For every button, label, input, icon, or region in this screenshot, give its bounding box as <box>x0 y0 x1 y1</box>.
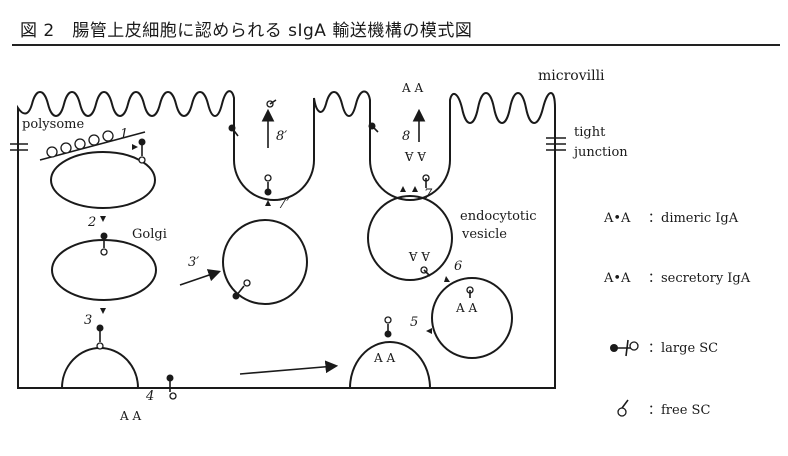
basolateral-pit-center <box>349 341 431 389</box>
basolateral-pit-left <box>61 347 139 389</box>
polysome-strand <box>39 131 146 161</box>
figure-title: 図 2 腸管上皮細胞に認められる sIgA 輸送機構の模式図 <box>20 21 473 41</box>
step-pointers-icon <box>100 144 450 334</box>
label-tight-junction-2: junction <box>572 145 628 160</box>
step-8: 8 <box>402 129 410 144</box>
arrow-basolateral <box>239 360 339 375</box>
iga-in-vesicle-5: A A <box>455 301 477 315</box>
label-polysome: polysome <box>22 117 84 132</box>
step-3prime: 3′ <box>188 255 199 270</box>
endocytotic-vesicle <box>367 195 453 281</box>
large-sc-icon <box>610 339 639 357</box>
step-1: 1 <box>120 127 128 142</box>
rough-er <box>50 151 156 209</box>
label-vesicle: vesicle <box>461 227 507 242</box>
legend-label-dimeric: ：dimeric IgA <box>648 211 739 226</box>
tight-junction-left-icon <box>10 143 28 151</box>
legend-symbol-secretory: A•A <box>603 271 631 286</box>
step-4: 4 <box>145 389 154 404</box>
title-rule <box>12 44 780 46</box>
free-sc-icon <box>617 399 629 417</box>
step-6: 6 <box>454 259 462 274</box>
iga-released: A A <box>401 81 423 95</box>
legend-label-secretory: ：secretory IgA <box>648 271 751 286</box>
arrow-3prime <box>179 269 222 286</box>
polysome-ribosomes-icon <box>46 130 114 158</box>
legend-label-free-sc: ：free SC <box>648 403 710 418</box>
sc-receptor-icon <box>96 99 474 400</box>
label-golgi: Golgi <box>132 227 167 242</box>
label-endocytotic: endocytotic <box>460 209 537 224</box>
label-tight-junction-1: tight <box>574 125 606 140</box>
legend-label-large-sc: ：large SC <box>648 341 718 356</box>
step-8prime: 8′ <box>276 129 287 144</box>
iga-in-villus-pit: A A <box>405 149 427 163</box>
step-2: 2 <box>87 215 96 230</box>
step-7prime: 7′ <box>278 197 289 212</box>
vesicle-5 <box>431 277 513 359</box>
step-7: 7 <box>424 187 433 202</box>
tight-junction-right-icon <box>546 137 566 151</box>
iga-free-basolateral: A A <box>119 409 141 423</box>
label-microvilli: microvilli <box>538 68 605 84</box>
legend-symbol-dimeric: A•A <box>603 211 631 226</box>
cell-membrane <box>17 90 556 389</box>
step-3: 3 <box>84 313 92 328</box>
step-5: 5 <box>410 315 418 330</box>
iga-in-endosome: A A <box>409 249 431 263</box>
legend: A•A ：dimeric IgA A•A ：secretory IgA ：lar… <box>603 211 751 418</box>
iga-in-pit: A A <box>373 351 395 365</box>
vesicle-3prime <box>222 219 308 305</box>
